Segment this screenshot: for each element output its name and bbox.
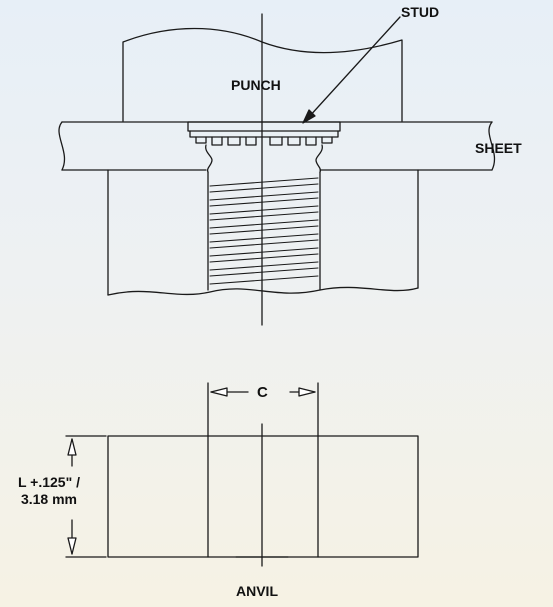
length-label-line2: 3.18 mm — [20, 491, 78, 507]
l-arrow-bottom — [67, 537, 77, 555]
anvil-body — [107, 435, 419, 558]
stud-shank — [207, 171, 321, 291]
stud-leader-arrowhead — [302, 109, 316, 124]
sheet-break-right — [488, 121, 496, 171]
stud-undercut — [205, 144, 323, 173]
length-label-line1: L +.125" / — [17, 474, 81, 490]
punch-label: PUNCH — [231, 77, 281, 93]
holder-break — [107, 286, 419, 296]
stud-label: STUD — [401, 4, 440, 20]
stud-leader-line — [307, 16, 401, 119]
c-arrow-right — [298, 387, 316, 397]
length-dimension-label: L +.125" / 3.18 mm — [4, 474, 94, 508]
stud-head-underside — [189, 130, 339, 138]
sheet-break-left — [58, 121, 66, 171]
stud-threads — [209, 177, 319, 285]
c-arrow-left — [210, 387, 228, 397]
dimension-c-label: C — [257, 384, 268, 401]
stud-head — [187, 121, 341, 132]
holder-body — [107, 169, 419, 296]
anvil-label: ANVIL — [236, 583, 278, 599]
sheet-label: SHEET — [475, 140, 522, 156]
l-arrow-top — [67, 438, 77, 456]
stud-serrations — [195, 136, 333, 146]
